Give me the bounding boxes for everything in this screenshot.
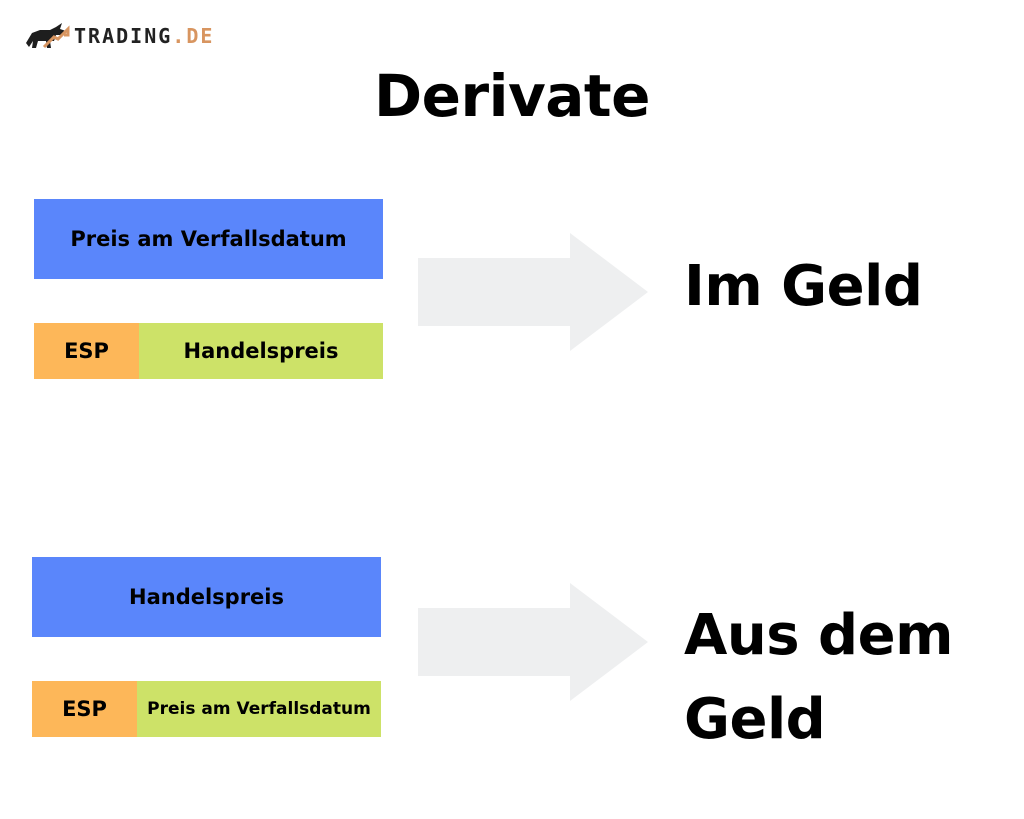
trade-price-bar: Handelspreis [32, 557, 381, 637]
logo-text: TRADING.DE [74, 24, 215, 48]
bar-label: Handelspreis [129, 585, 284, 609]
price-at-expiry-label: Preis am Verfallsdatum [147, 699, 371, 719]
result-line: Aus dem [684, 603, 953, 668]
trading-de-logo: TRADING.DE [24, 18, 214, 54]
esp-label: ESP [62, 697, 107, 721]
price-at-expiry-bar: Preis am Verfallsdatum [34, 199, 383, 279]
arrow-right-icon [418, 583, 650, 701]
trade-price-label: Handelspreis [183, 339, 339, 363]
esp-label: ESP [64, 339, 109, 363]
result-out-of-the-money: Aus dem Geld [684, 594, 953, 762]
trade-price-cell: Handelspreis [139, 323, 383, 379]
bull-icon [24, 21, 70, 51]
page-title: Derivate [374, 62, 650, 130]
price-at-expiry-cell: Preis am Verfallsdatum [137, 681, 381, 737]
result-line: Geld [684, 687, 826, 752]
result-in-the-money: Im Geld [684, 254, 923, 319]
arrow-right-icon [418, 233, 650, 351]
esp-cell: ESP [32, 681, 137, 737]
bar-label: Preis am Verfallsdatum [70, 227, 347, 251]
esp-cell: ESP [34, 323, 139, 379]
